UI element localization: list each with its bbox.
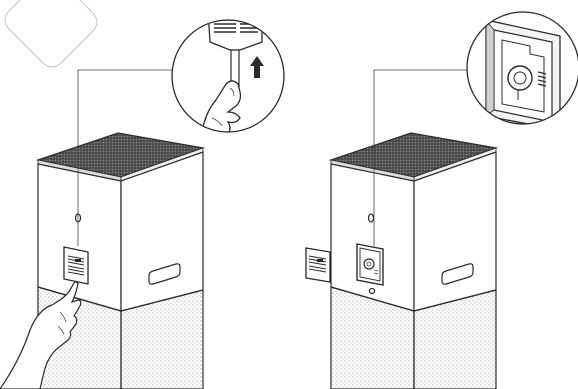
screw-icon — [368, 287, 376, 295]
removed-cover-right — [305, 247, 331, 283]
chip-compartment-right — [356, 243, 384, 286]
power-button-icon — [367, 213, 375, 223]
lower-grille-front-right — [330, 286, 415, 389]
arrow-up-icon — [250, 56, 264, 78]
callout-line-left — [77, 69, 172, 246]
handle-slot-icon — [148, 263, 181, 285]
body-front-left — [37, 163, 122, 312]
lower-grille-side-right — [413, 289, 497, 389]
chip-reader-icon — [363, 258, 375, 270]
callout-right — [466, 11, 578, 125]
callout-line-right — [373, 69, 468, 246]
handle-slot-icon — [441, 263, 474, 285]
hand-zoom-icon — [199, 80, 242, 132]
watermark-shape — [4, 0, 98, 68]
filter-cover-left — [63, 246, 89, 285]
filter-cover-zoom — [207, 20, 263, 51]
hand-left-icon — [0, 281, 82, 389]
lower-grille-side-left — [120, 289, 204, 389]
callout-left — [171, 19, 285, 133]
chip-ring-icon — [507, 65, 533, 91]
purifier-right — [305, 69, 499, 389]
purifier-left — [0, 69, 206, 389]
